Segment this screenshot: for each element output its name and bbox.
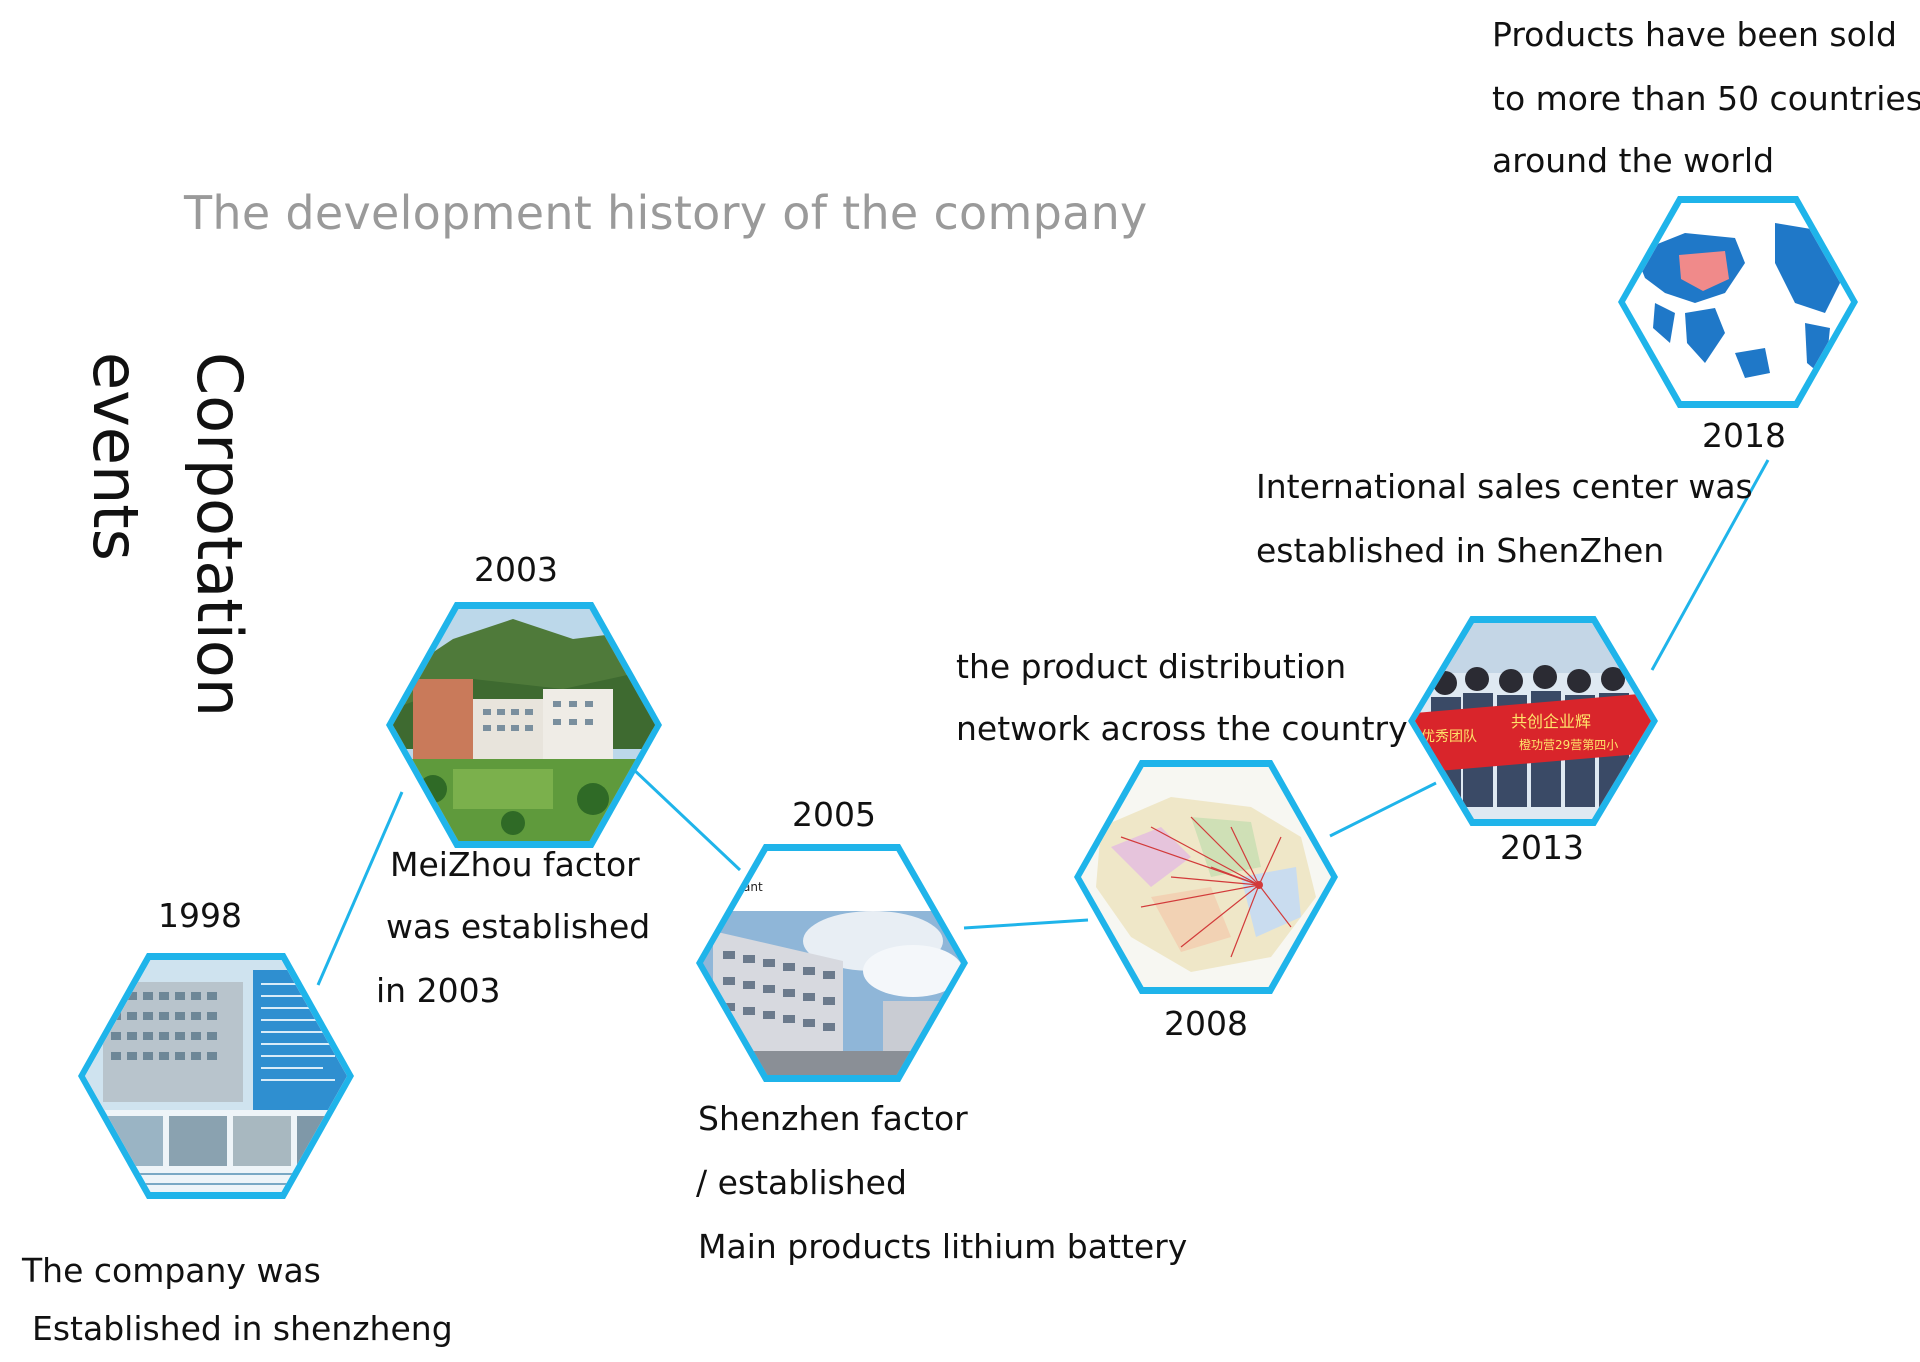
connector-2013-2018 — [1650, 459, 1770, 671]
milestone-image-2013-banner-text-2: 共创企业辉 — [1511, 712, 1591, 731]
connector-2008-2013 — [1329, 781, 1437, 838]
milestone-image-2005-caption: ant — [743, 880, 763, 894]
connector-1998-2003 — [316, 791, 404, 986]
milestone-year-2008: 2008 — [1164, 1004, 1248, 1043]
milestone-desc-1998-line2: Established in shenzheng — [32, 1309, 453, 1348]
milestone-image-2013-banner-text-3: 橙功营29营第四小 — [1519, 737, 1618, 752]
connector-2005-2008 — [963, 918, 1089, 930]
milestone-desc-2008-line1: the product distribution — [956, 647, 1347, 686]
milestone-desc-2005-line2: / established — [696, 1163, 907, 1202]
milestone-desc-2003-line3: in 2003 — [376, 971, 501, 1010]
milestone-desc-2018-line2: to more than 50 countries — [1492, 79, 1920, 118]
milestone-desc-2003-line1: MeiZhou factor — [390, 845, 640, 884]
milestone-desc-1998-line1: The company was — [22, 1251, 321, 1290]
milestone-desc-2018-line1: Products have been sold — [1492, 15, 1897, 54]
side-heading-line1: Corpotation — [183, 352, 256, 718]
milestone-year-2018: 2018 — [1702, 416, 1786, 455]
milestone-desc-2013-line2: established in ShenZhen — [1256, 531, 1665, 570]
milestone-desc-2005-line3: Main products lithium battery — [698, 1227, 1188, 1266]
milestone-desc-2008-line2: network across the country — [956, 709, 1408, 748]
milestone-desc-2003-line2: was established — [386, 907, 651, 946]
milestone-year-2005: 2005 — [792, 795, 876, 834]
side-heading-line2: events — [79, 352, 152, 561]
milestone-image-2008 — [1074, 760, 1338, 994]
milestone-year-1998: 1998 — [158, 896, 242, 935]
milestone-image-2003 — [386, 602, 662, 848]
milestone-image-2013-banner-text-1: 优秀团队 — [1421, 729, 1477, 745]
milestone-year-2013: 2013 — [1500, 828, 1584, 867]
milestone-desc-2013-line1: International sales center was — [1256, 467, 1753, 506]
milestone-image-2005: ant — [696, 844, 968, 1082]
page-title: The development history of the company — [184, 186, 1148, 240]
milestone-year-2003: 2003 — [474, 550, 558, 589]
connector-2003-2005 — [630, 766, 742, 872]
milestone-desc-2005-line1: Shenzhen factor — [698, 1099, 968, 1138]
milestone-desc-2018-line3: around the world — [1492, 141, 1775, 180]
